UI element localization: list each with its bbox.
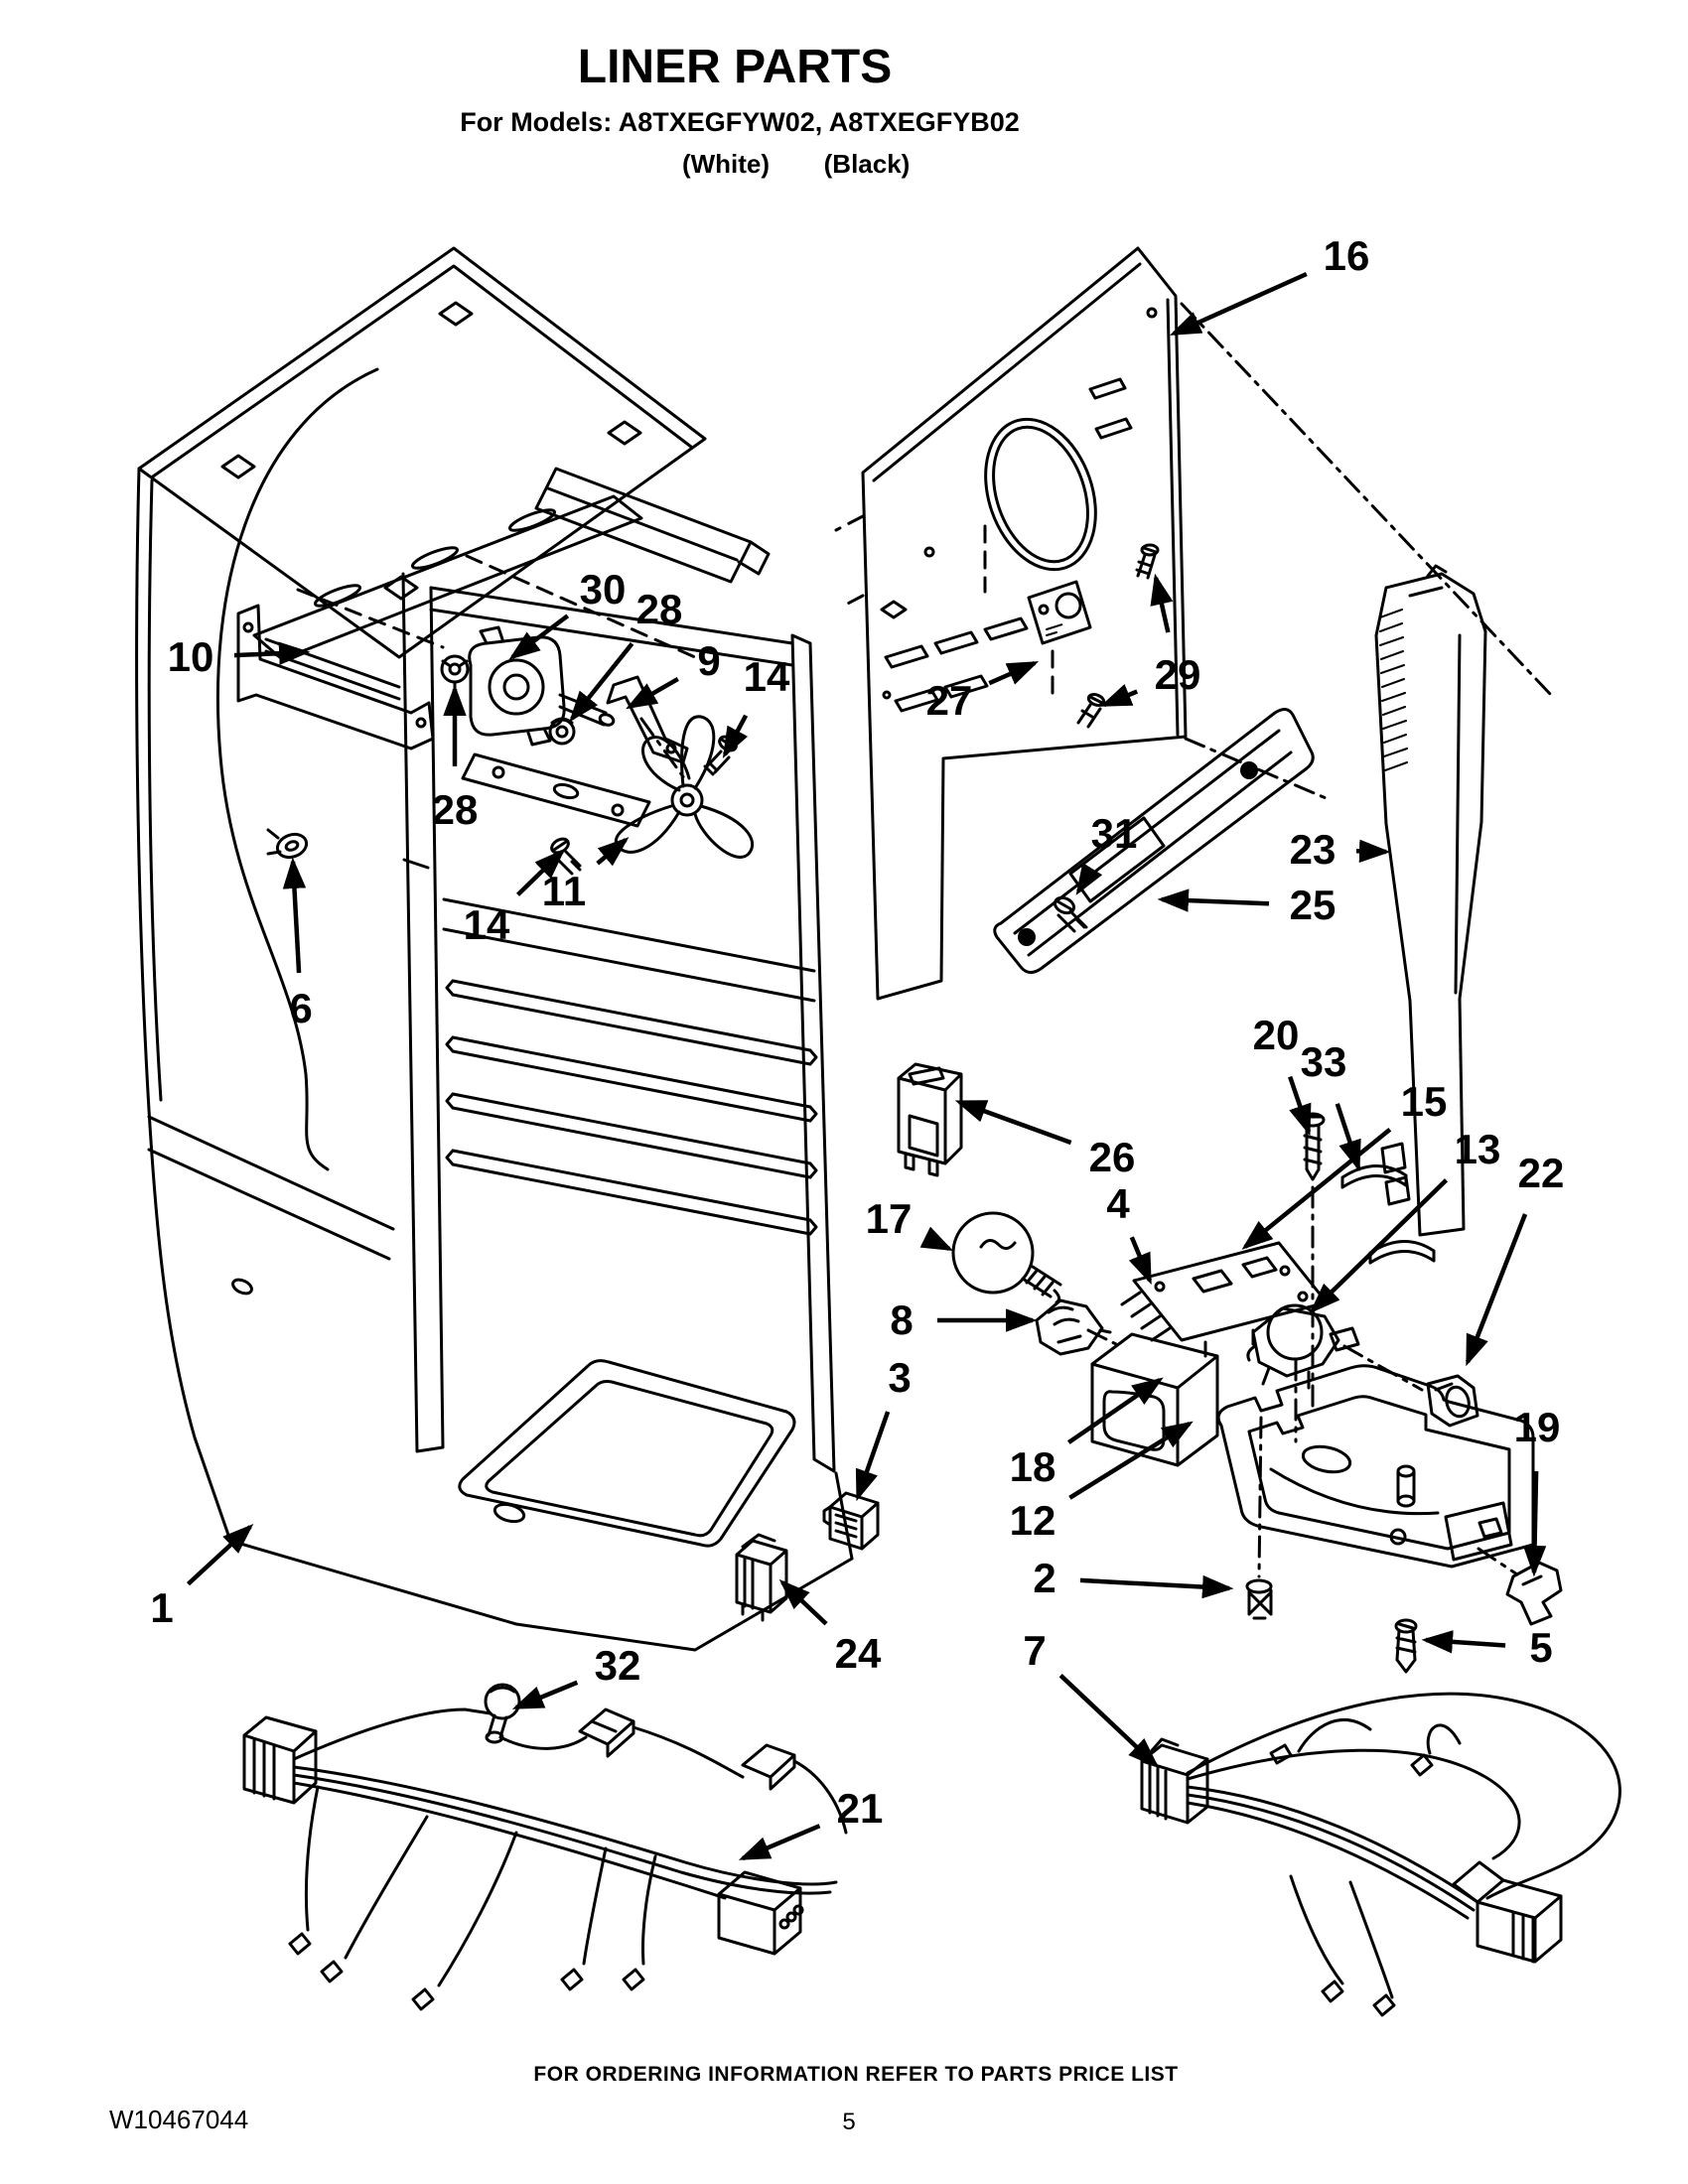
callout-25: 25 bbox=[1289, 882, 1336, 928]
evaporator-cover bbox=[993, 708, 1315, 974]
callout-13: 13 bbox=[1454, 1126, 1501, 1172]
callout-7: 7 bbox=[1023, 1627, 1047, 1674]
hole-plug bbox=[266, 828, 309, 860]
callout-23: 23 bbox=[1289, 826, 1336, 873]
callout-17: 17 bbox=[865, 1195, 913, 1242]
callout-28-29: 28 bbox=[431, 786, 479, 833]
callout-20: 20 bbox=[1252, 1012, 1300, 1058]
callout-5: 5 bbox=[1529, 1624, 1553, 1671]
callout-26: 26 bbox=[1088, 1134, 1136, 1180]
callout-32: 32 bbox=[594, 1642, 641, 1689]
variant-black-label: (Black) bbox=[823, 149, 911, 179]
callout-2: 2 bbox=[1033, 1555, 1056, 1601]
callout-12: 12 bbox=[1009, 1497, 1056, 1544]
callout-10: 10 bbox=[167, 633, 214, 680]
page-number: 5 bbox=[842, 2109, 856, 2135]
callout-4: 4 bbox=[1106, 1180, 1130, 1227]
callout-27: 27 bbox=[925, 677, 973, 724]
callout-21: 21 bbox=[836, 1785, 884, 1832]
footer-note: FOR ORDERING INFORMATION REFER TO PARTS … bbox=[533, 2063, 1179, 2086]
callout-28-28: 28 bbox=[635, 586, 683, 632]
callout-29: 29 bbox=[1154, 651, 1201, 698]
callout-15: 15 bbox=[1400, 1078, 1448, 1125]
callout-6: 6 bbox=[289, 985, 313, 1031]
callout-33: 33 bbox=[1300, 1038, 1347, 1085]
callout-31: 31 bbox=[1090, 810, 1138, 857]
callout-19: 19 bbox=[1513, 1404, 1561, 1450]
fan-motor-assembly bbox=[236, 467, 771, 876]
callout-1: 1 bbox=[150, 1584, 174, 1631]
callout-24: 24 bbox=[834, 1630, 882, 1677]
liner-cabinet bbox=[135, 246, 854, 1652]
callout-14-13: 14 bbox=[743, 653, 790, 700]
models-line: For Models: A8TXEGFYW02, A8TXEGFYB02 bbox=[460, 107, 1020, 137]
callout-14-14: 14 bbox=[463, 901, 510, 948]
callout-22: 22 bbox=[1517, 1150, 1565, 1196]
page-title: LINER PARTS bbox=[577, 41, 893, 93]
callout-11: 11 bbox=[541, 868, 587, 914]
wiring-harness-right bbox=[1140, 1692, 1621, 2017]
callout-18: 18 bbox=[1009, 1443, 1056, 1490]
variant-white-label: (White) bbox=[681, 149, 771, 179]
document-number: W10467044 bbox=[109, 2105, 249, 2134]
callout-16: 16 bbox=[1323, 232, 1370, 279]
wiring-harness-left bbox=[242, 1683, 848, 2011]
drain-pan-group bbox=[1216, 1364, 1563, 1674]
back-panel bbox=[834, 246, 1553, 1001]
callout-8: 8 bbox=[890, 1297, 914, 1343]
callout-9: 9 bbox=[697, 637, 721, 684]
callout-3: 3 bbox=[888, 1354, 912, 1401]
callout-30: 30 bbox=[579, 566, 627, 613]
switch-and-spacer bbox=[735, 1491, 880, 1622]
